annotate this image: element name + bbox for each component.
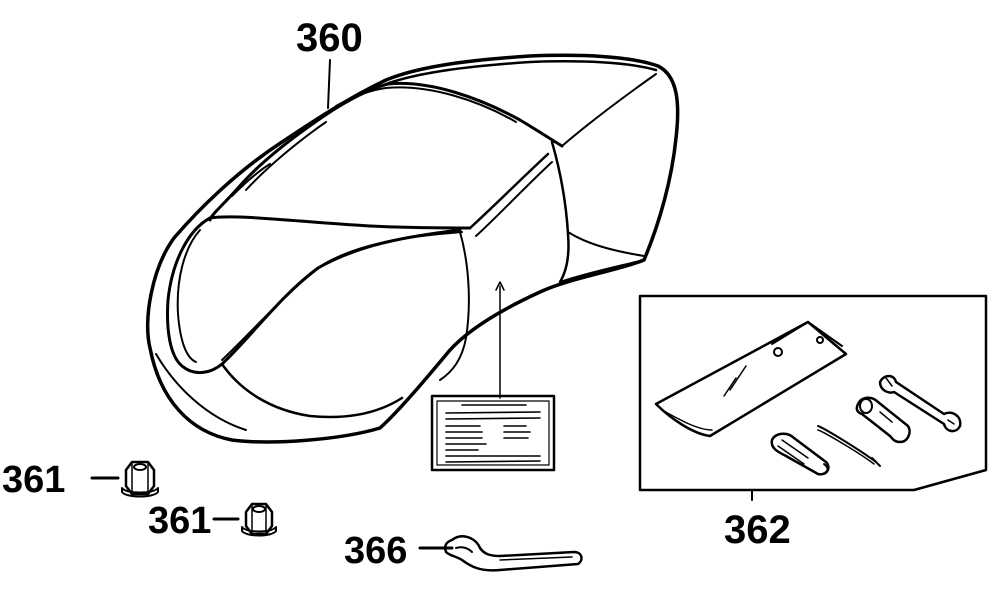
callout-366-hook-wrench: 366 xyxy=(344,530,408,572)
flange-nut-icon xyxy=(90,460,159,498)
callout-362-tool-kit: 362 xyxy=(724,508,791,552)
tool-kit-icon xyxy=(638,294,988,501)
warning-label-icon xyxy=(430,394,556,472)
callout-361-nut-upper: 361 xyxy=(2,459,66,501)
leader-line-360 xyxy=(327,59,331,109)
hook-wrench-icon xyxy=(418,535,583,572)
callout-360-seat: 360 xyxy=(296,16,363,60)
flange-nut-icon xyxy=(212,502,277,537)
callout-361-nut-lower: 361 xyxy=(148,500,212,542)
seat-icon xyxy=(146,53,680,444)
